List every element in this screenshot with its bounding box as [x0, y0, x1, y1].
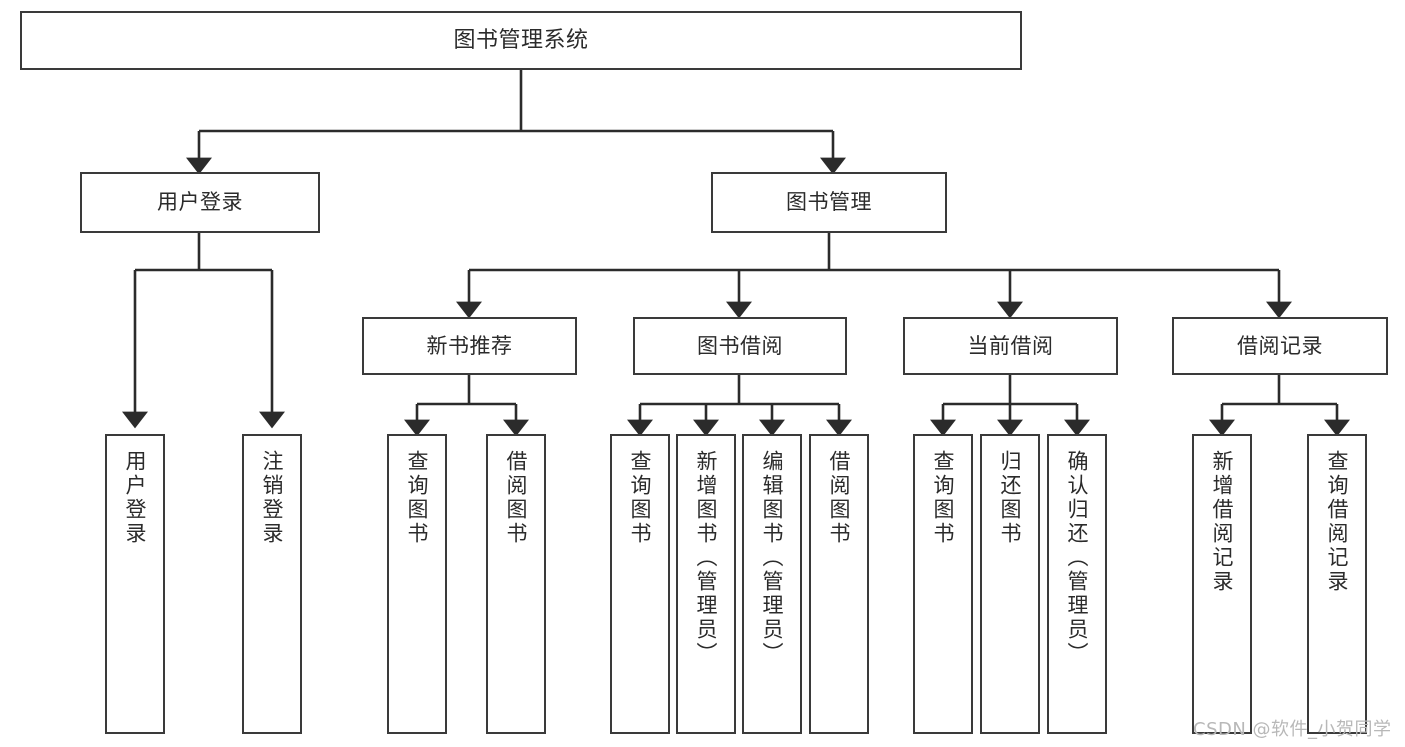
node-label: 用户登录	[123, 450, 148, 546]
leaf-user-logout[interactable]: 注销登录	[242, 434, 302, 734]
leaf-query-book-recommend[interactable]: 查询图书	[387, 434, 447, 734]
node-label: 借阅图书	[827, 450, 852, 546]
node-label: 查询图书	[931, 450, 956, 546]
node-label: 借阅图书	[504, 450, 529, 546]
node-user-login[interactable]: 用户登录	[80, 172, 320, 233]
node-root-system[interactable]: 图书管理系统	[20, 11, 1022, 70]
node-label: 确认归还（管理员）	[1065, 450, 1090, 666]
node-label: 用户登录	[157, 190, 243, 215]
node-label: 图书借阅	[697, 333, 783, 358]
leaf-borrow-book-recommend[interactable]: 借阅图书	[486, 434, 546, 734]
node-current-borrow[interactable]: 当前借阅	[903, 317, 1118, 375]
leaf-query-book-borrow[interactable]: 查询图书	[610, 434, 670, 734]
leaf-edit-book-admin[interactable]: 编辑图书（管理员）	[742, 434, 802, 734]
node-label: 查询图书	[405, 450, 430, 546]
leaf-user-login[interactable]: 用户登录	[105, 434, 165, 734]
leaf-borrow-book[interactable]: 借阅图书	[809, 434, 869, 734]
node-label: 查询借阅记录	[1325, 450, 1350, 594]
node-label: 图书管理	[786, 190, 872, 215]
node-book-borrow[interactable]: 图书借阅	[633, 317, 847, 375]
node-book-management[interactable]: 图书管理	[711, 172, 947, 233]
node-borrow-record[interactable]: 借阅记录	[1172, 317, 1388, 375]
leaf-query-borrow-record[interactable]: 查询借阅记录	[1307, 434, 1367, 734]
node-label: 借阅记录	[1237, 333, 1323, 358]
leaf-return-book[interactable]: 归还图书	[980, 434, 1040, 734]
node-label: 新书推荐	[426, 333, 513, 358]
node-label: 新增图书（管理员）	[694, 450, 719, 666]
node-label: 编辑图书（管理员）	[760, 450, 785, 666]
node-label: 新增借阅记录	[1210, 450, 1235, 594]
node-label: 当前借阅	[967, 333, 1054, 358]
node-label: 图书管理系统	[453, 27, 589, 53]
watermark-text: CSDN @软件_小贺同学	[1193, 719, 1392, 740]
leaf-query-book-current[interactable]: 查询图书	[913, 434, 973, 734]
leaf-confirm-return-admin[interactable]: 确认归还（管理员）	[1047, 434, 1107, 734]
leaf-add-book-admin[interactable]: 新增图书（管理员）	[676, 434, 736, 734]
node-new-book-recommend[interactable]: 新书推荐	[362, 317, 577, 375]
node-label: 查询图书	[628, 450, 653, 546]
node-label: 注销登录	[260, 450, 285, 546]
node-label: 归还图书	[998, 450, 1023, 546]
leaf-add-borrow-record[interactable]: 新增借阅记录	[1192, 434, 1252, 734]
